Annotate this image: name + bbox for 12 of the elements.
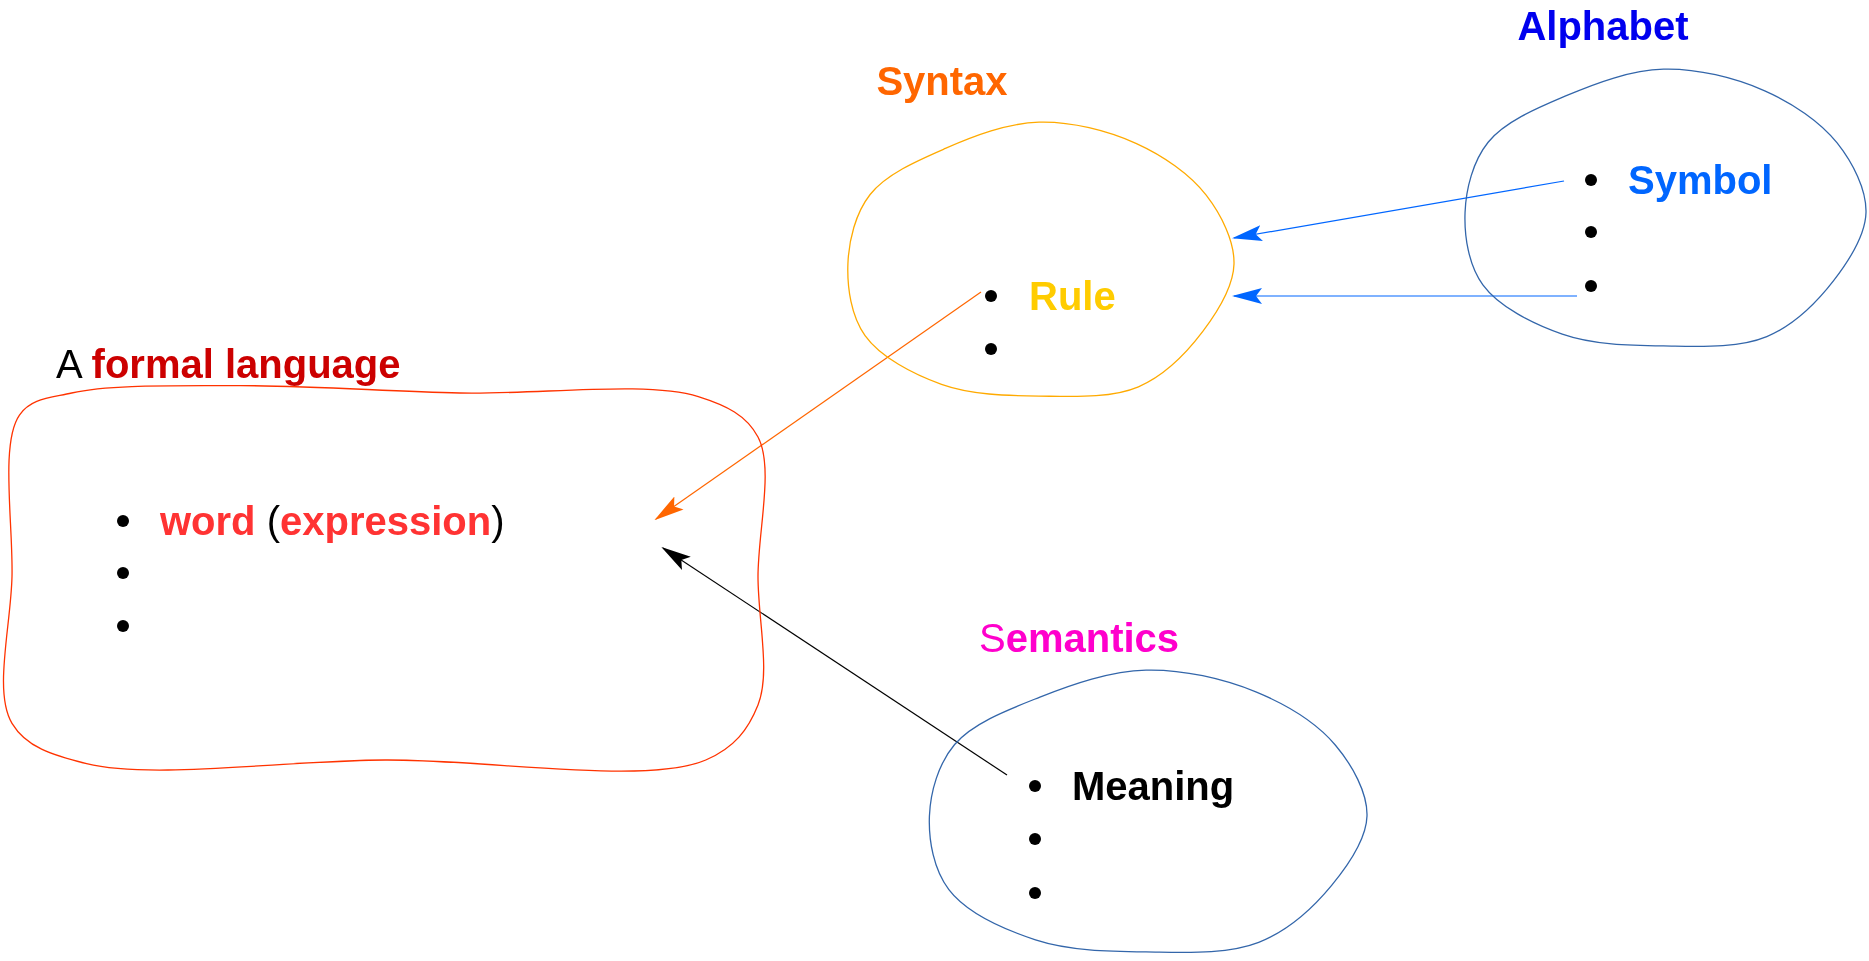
list-item-text: word (expression) (160, 498, 505, 544)
heading: Alphabet (1517, 3, 1689, 49)
heading: Semantics (978, 615, 1180, 661)
heading: A formal language (56, 341, 401, 387)
arrow (1232, 180, 1565, 242)
arrow (654, 291, 982, 521)
list-item-text: Meaning (1072, 763, 1235, 809)
heading: Syntax (876, 58, 1008, 104)
arrow (661, 546, 1008, 776)
list-item-text: Symbol (1628, 157, 1773, 203)
list-item-text: Rule (1029, 273, 1116, 319)
arrow (1232, 288, 1578, 304)
